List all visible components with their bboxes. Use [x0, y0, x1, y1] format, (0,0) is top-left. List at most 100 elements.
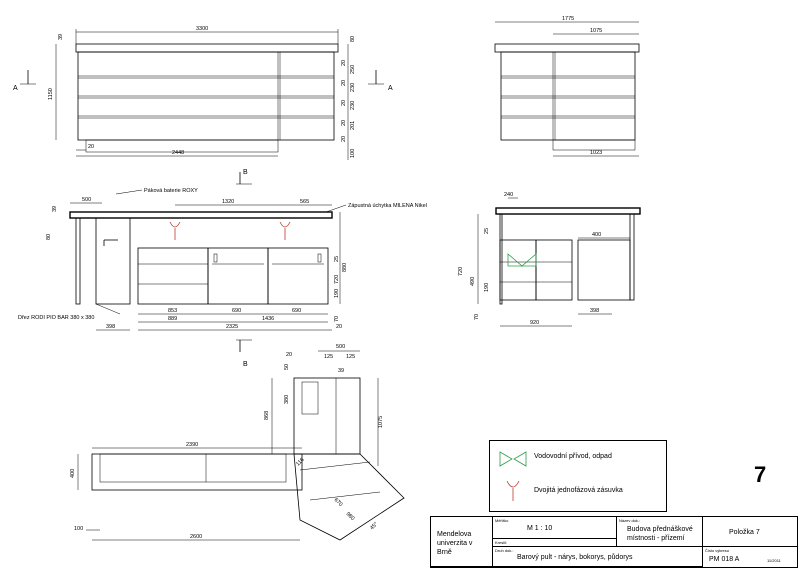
- dim-secb-d1: 25: [484, 228, 490, 234]
- socket-symbol: [169, 221, 181, 228]
- dim-sec-left-top: 500: [82, 197, 91, 203]
- front-countertop: [75, 43, 339, 53]
- front-elevation: 3300 39 80 1150 20 250 20 230 20 230 20 …: [13, 26, 393, 160]
- plan-corner: [293, 453, 405, 541]
- dim-sec-b8: 398: [106, 324, 115, 330]
- scale-label: Měřítko: [495, 518, 509, 523]
- dim-front-r7: 20: [341, 120, 347, 126]
- name-cell: Název dok.: Budova přednáškové místnosti…: [617, 517, 703, 547]
- dim-sec-d1: 25: [334, 256, 340, 262]
- drew-label: Kreslil:: [495, 540, 508, 545]
- dim-sec-spacing: 1320: [222, 199, 234, 205]
- drawing-date: 11/2011: [767, 558, 781, 563]
- dim-secb-d2: 400: [592, 232, 601, 238]
- dim-side-inner: 1075: [590, 28, 602, 34]
- section-mark-a-right: A: [388, 85, 393, 92]
- drawing-no: PM 018 A: [709, 556, 740, 563]
- front-plinth: [85, 139, 279, 153]
- scale-value: M 1 : 10: [527, 525, 553, 532]
- dim-front-r3: 20: [341, 80, 347, 86]
- dim-side-bottom: 1023: [590, 150, 602, 156]
- drawing-type-label: Druh dok.:: [495, 548, 514, 553]
- name-label: Název dok.:: [619, 518, 641, 523]
- dim-sec-d4: 190: [334, 289, 340, 298]
- drawing-no-label: Číslo výkresu: [705, 548, 730, 553]
- dim-plan-long: 2390: [186, 442, 198, 448]
- dim-sec-b6: 2325: [226, 324, 238, 330]
- water-legend-icon: [499, 451, 527, 467]
- drew-cell: Kreslil:: [493, 539, 617, 547]
- dim-sec-b3: 690: [292, 308, 301, 314]
- dim-plan-bottom1: 100: [74, 526, 83, 532]
- drawing-type-cell: Druh dok.: Barový pult - nárys, bokorys,…: [493, 547, 703, 567]
- socket-symbol: [279, 221, 291, 228]
- plan-long-counter: [91, 453, 303, 491]
- section-a: 500 1320 565 39 80 25 720 880 190 70 853…: [18, 169, 427, 368]
- secb-cabinet: [535, 239, 573, 301]
- label-socket: Zápustná úchytka MILENA Nikel: [348, 203, 427, 209]
- dim-front-total: 3300: [196, 26, 208, 32]
- dim-plan-top5: 39: [338, 368, 344, 374]
- dim-sec-right-top: 565: [300, 199, 309, 205]
- dim-sec-top: 39: [52, 206, 58, 212]
- dim-plan-top2: 20: [286, 352, 292, 358]
- dim-front-r5: 20: [341, 100, 347, 106]
- org-cell: Mendelova univerzita v Brně: [431, 517, 493, 567]
- secb-cabinet: [499, 239, 537, 301]
- side-countertop: [494, 43, 640, 53]
- plan-view: 500 20 125 125 39 50 380 868 1075 2390 4…: [70, 344, 405, 541]
- dim-front-bottom-left: 20: [88, 144, 94, 150]
- water-symbol: [507, 253, 524, 267]
- dim-plan-diag3: 980: [345, 511, 356, 522]
- plan-short-counter: [293, 377, 361, 455]
- dim-plan-left3: 868: [264, 411, 270, 420]
- name-line1: Budova přednáškové: [627, 526, 693, 533]
- page-number: 7: [754, 462, 767, 487]
- dim-side-total: 1775: [562, 16, 574, 22]
- dim-plan-left1: 50: [284, 364, 290, 370]
- scale-cell: Měřítko M 1 : 10: [493, 517, 617, 539]
- dim-front-bottom: 2448: [172, 150, 184, 156]
- dim-sec-b2: 690: [232, 308, 241, 314]
- legend-socket-label: Dvojitá jednofázová zásuvka: [534, 487, 623, 494]
- dim-sec-thick: 80: [46, 234, 52, 240]
- dim-secb-d6: 70: [474, 314, 480, 320]
- dim-front-r4: 230: [350, 83, 356, 92]
- secb-countertop: [495, 207, 641, 215]
- dim-sec-b4: 889: [168, 316, 177, 322]
- legend-water-label: Vodovodní přívod, odpad: [534, 453, 612, 460]
- sec-door-unit: [267, 247, 329, 305]
- dim-sec-d5: 70: [334, 316, 340, 322]
- sec-drawer-unit: [137, 247, 209, 305]
- dim-front-r6: 230: [350, 101, 356, 110]
- dim-sec-b5: 1436: [262, 316, 274, 322]
- dim-front-r9: 20: [341, 136, 347, 142]
- dim-sec-b1: 853: [168, 308, 177, 314]
- side-elevation: 1775 1075 1023: [494, 16, 640, 157]
- item-value: Položka 7: [729, 529, 760, 536]
- org-line3: Brně: [437, 549, 452, 556]
- dim-plan-diag1: 116: [295, 457, 305, 467]
- sec-sink-cabinet: [95, 217, 131, 305]
- dim-secb-d4: 490: [470, 277, 476, 286]
- dim-sec-b7: 20: [336, 324, 342, 330]
- dim-front-height: 1150: [48, 88, 54, 100]
- drawing-title: Barový pult - nárys, bokorys, půdorys: [517, 554, 633, 561]
- label-sink: Dřez RODI PIO BAR 380 x 380: [18, 315, 94, 321]
- dim-secb-b1: 398: [590, 308, 599, 314]
- dim-secb-b2: 920: [530, 320, 539, 326]
- dim-front-top: 39: [58, 34, 64, 40]
- dim-secb-d5: 190: [484, 283, 490, 292]
- sec-countertop: [69, 211, 333, 219]
- dim-secb-d3: 720: [458, 267, 464, 276]
- legend: Vodovodní přívod, odpad Dvojitá jednofáz…: [489, 440, 667, 512]
- dim-plan-top1: 500: [336, 344, 345, 350]
- dim-front-r8: 201: [350, 121, 356, 130]
- dim-plan-angle: 45°: [369, 521, 379, 531]
- dim-front-right-top: 80: [350, 36, 356, 42]
- dim-front-plinth: 100: [350, 149, 356, 158]
- dim-sec-d3: 880: [342, 263, 348, 272]
- dim-front-r1: 20: [341, 60, 347, 66]
